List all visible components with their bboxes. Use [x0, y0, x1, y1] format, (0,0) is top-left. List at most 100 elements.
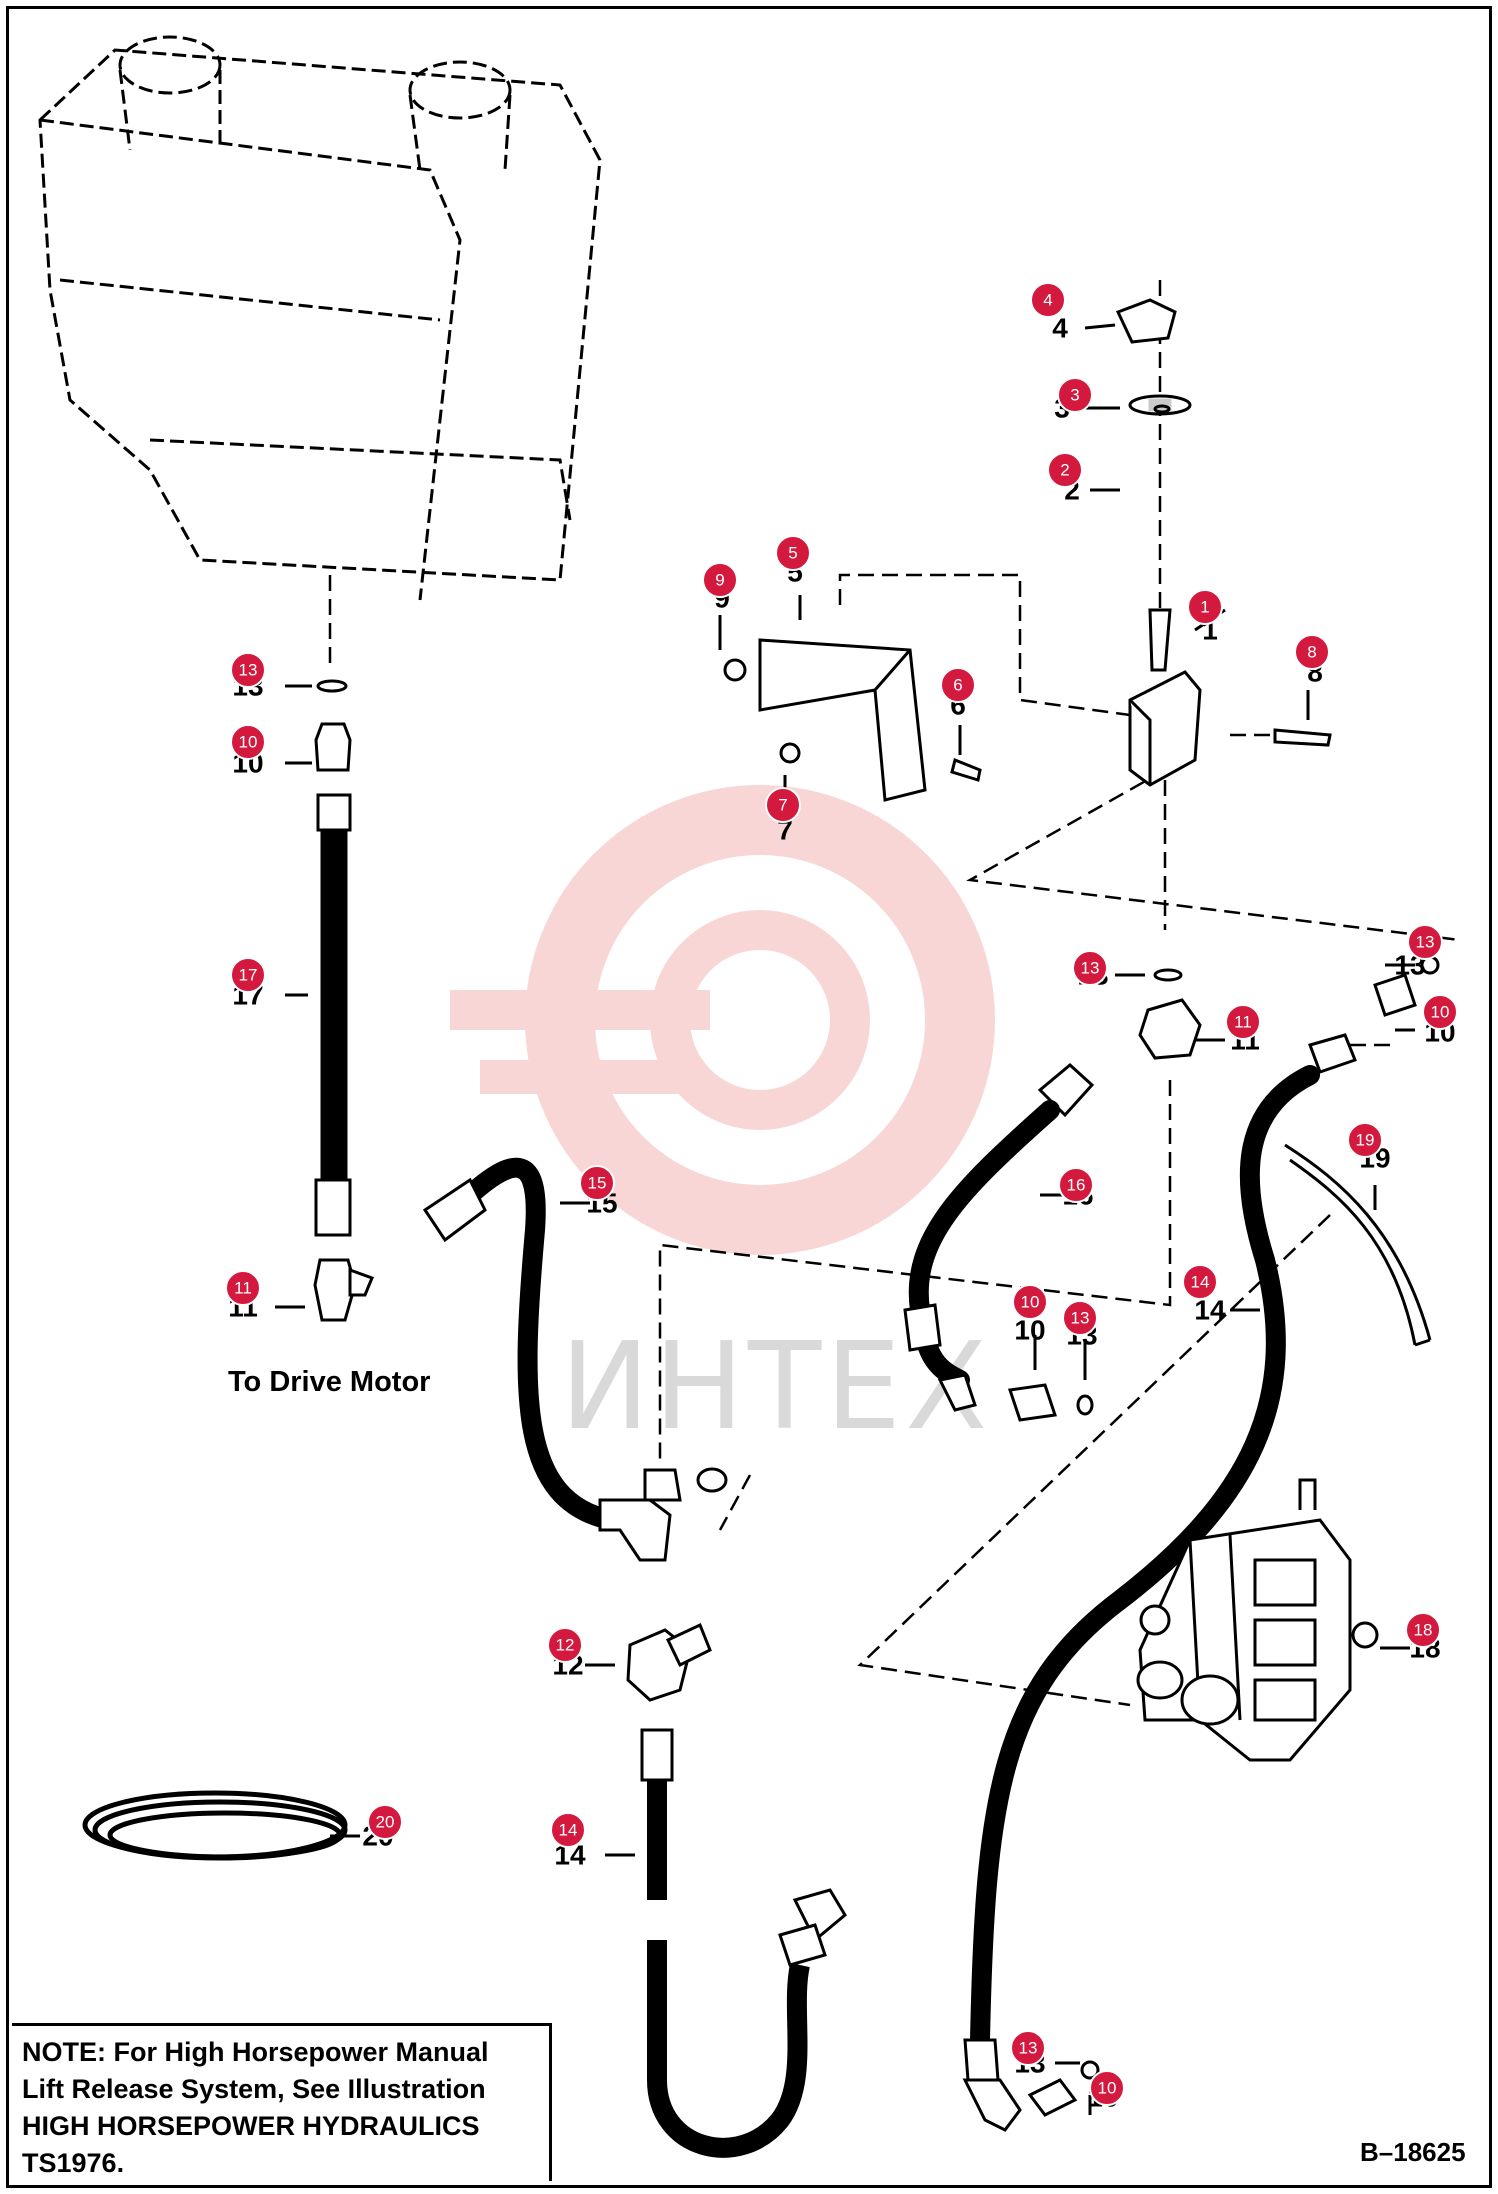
callout-7: 77 — [765, 787, 801, 846]
hose-15-fittings — [422, 1177, 682, 1562]
callout-badge — [1182, 1264, 1218, 1300]
callout-badge — [1057, 377, 1093, 413]
callout-badge — [1062, 1300, 1098, 1336]
hydraulic-reservoir — [38, 35, 602, 601]
callout-number: 20 — [376, 1813, 395, 1832]
callout-number: 2 — [1060, 461, 1069, 480]
callout-number: 4 — [1043, 291, 1052, 310]
hose-coil-20 — [82, 1790, 348, 1861]
callout-number: 10 — [1431, 1003, 1450, 1022]
right-hose-assembly — [1308, 955, 1440, 1074]
callout-5: 55 — [775, 535, 811, 588]
callout-badge — [1030, 282, 1066, 318]
page-frame — [6, 6, 1492, 2188]
callout-number: 13 — [1081, 959, 1100, 978]
callout-badge — [1012, 1284, 1048, 1320]
callout-badge — [225, 1270, 261, 1306]
callout-number: 18 — [1414, 1621, 1433, 1640]
callout-number: 13 — [1019, 2039, 1038, 2058]
callout-16: 1616 — [1058, 1167, 1094, 1211]
leader-lines — [275, 323, 1415, 2115]
callout-8: 88 — [1294, 634, 1330, 688]
callout-badge — [1225, 1004, 1261, 1040]
center-hose-assembly — [1037, 968, 1202, 1118]
callout-number: 14 — [559, 1821, 578, 1840]
callout-number: 15 — [588, 1174, 607, 1193]
callout-number: 10 — [1021, 1293, 1040, 1312]
callout-9: 99 — [702, 562, 738, 614]
callout-badge — [550, 1812, 586, 1848]
callout-20: 2020 — [362, 1804, 403, 1852]
callout-badge — [1407, 924, 1443, 960]
callout-1: 11 — [1187, 589, 1223, 646]
callout-6: 66 — [940, 667, 976, 721]
callout-badge — [1294, 634, 1330, 670]
callout-badge — [775, 535, 811, 571]
callout-badge — [702, 562, 738, 598]
callouts-layer: 4433221188995566771313101017171111151513… — [225, 282, 1458, 2113]
hose-16 — [908, 1100, 1060, 1390]
hose-14-right — [970, 1065, 1320, 2050]
bottom-hose-assembly — [626, 1467, 847, 1967]
note-line-4: TS1976. — [22, 2148, 125, 2178]
tube-19 — [1284, 1143, 1432, 1347]
callout-badge — [765, 787, 801, 823]
callout-badge — [1047, 452, 1083, 488]
callout-badge — [1422, 994, 1458, 1030]
callout-number: 8 — [1307, 643, 1316, 662]
note-line-3: HIGH HORSEPOWER HYDRAULICS — [22, 2111, 480, 2141]
callout-badge — [579, 1165, 615, 1201]
callout-number: 9 — [715, 571, 724, 590]
left-hose-assembly — [313, 679, 374, 1322]
callout-badge — [940, 667, 976, 703]
diagram-id: B–18625 — [1360, 2137, 1466, 2167]
relief-valve-assembly — [723, 298, 1332, 802]
callout-badge — [230, 652, 266, 688]
callout-number: 3 — [1070, 386, 1079, 405]
callout-number: 1 — [1200, 598, 1209, 617]
callout-number: 10 — [1098, 2079, 1117, 2098]
part-number-label: 4 — [1052, 313, 1068, 344]
callout-2: 22 — [1047, 452, 1083, 506]
callout-number: 5 — [788, 544, 797, 563]
callout-badge — [230, 724, 266, 760]
callout-badge — [1058, 1167, 1094, 1203]
callout-number: 7 — [778, 796, 787, 815]
hose-14-right-fittings — [962, 2038, 1100, 2132]
note-box: NOTE: For High Horsepower Manual Lift Re… — [12, 2023, 552, 2181]
callout-badge — [367, 1804, 403, 1840]
control-valve-18 — [1136, 1478, 1379, 1762]
callout-badge — [1187, 589, 1223, 625]
hose-15 — [460, 1157, 620, 1530]
callout-badge — [1089, 2070, 1125, 2106]
note-line-1: NOTE: For High Horsepower Manual — [22, 2037, 489, 2067]
callout-number: 16 — [1067, 1176, 1086, 1195]
callout-badge — [547, 1627, 583, 1663]
callout-number: 11 — [1234, 1013, 1252, 1032]
callout-number: 13 — [239, 661, 258, 680]
callout-number: 13 — [1416, 933, 1435, 952]
callout-number: 10 — [239, 733, 258, 752]
callout-number: 12 — [556, 1636, 575, 1655]
drive-motor-label: To Drive Motor — [228, 1366, 431, 1398]
callout-number: 13 — [1071, 1309, 1090, 1328]
callout-4: 44 — [1030, 282, 1068, 344]
callout-badge — [1072, 950, 1108, 986]
